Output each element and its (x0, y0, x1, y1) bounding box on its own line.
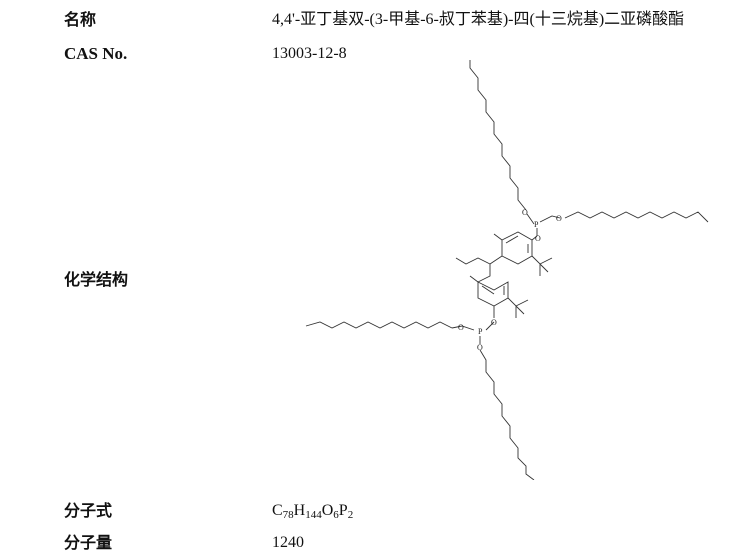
formula-element: C (272, 502, 283, 519)
formula-count: 2 (347, 509, 354, 521)
formula-element: H (293, 502, 306, 519)
formula-count: 144 (305, 509, 322, 521)
formula-value: C78H144O6P2 (272, 501, 353, 521)
structure-svg: O P O O O P O O (305, 60, 709, 480)
formula-element: P (338, 502, 348, 519)
upper-vertical-chain (469, 60, 527, 211)
lower-tbutyl (507, 297, 529, 318)
lower-vertical-chain (479, 349, 535, 480)
weight-label: 分子量 (64, 533, 113, 552)
atom-o: O (522, 208, 528, 217)
name-label: 名称 (64, 10, 97, 29)
atom-o: O (458, 323, 464, 332)
formula-count: 6 (333, 509, 339, 521)
upper-ring-o (531, 235, 538, 241)
formula-label: 分子式 (64, 501, 113, 520)
atom-o: O (491, 318, 497, 327)
structure-label: 化学结构 (64, 270, 129, 289)
atom-o: O (477, 343, 483, 352)
lower-ring (477, 281, 509, 307)
atom-p: P (478, 327, 483, 336)
atom-o: O (535, 234, 541, 243)
upper-ring (501, 231, 533, 265)
atom-o: O (556, 214, 562, 223)
upper-horizontal-chain (564, 211, 709, 223)
atom-p: P (534, 220, 539, 229)
formula-element: O (321, 502, 334, 519)
name-value: 4,4'-亚丁基双-(3-甲基-6-叔丁苯基)-四(十三烷基)二亚磷酸酯 (272, 11, 685, 28)
weight-value: 1240 (272, 534, 304, 551)
upper-p-bonds (526, 213, 561, 236)
bridge (455, 255, 503, 283)
formula-count: 78 (282, 509, 294, 521)
upper-methyl (493, 233, 503, 241)
cas-label: CAS No. (64, 44, 128, 63)
cas-value: 13003-12-8 (272, 45, 347, 62)
lower-methyl (469, 275, 479, 283)
upper-tbutyl (531, 255, 553, 276)
lower-p-bonds (451, 321, 495, 344)
chemical-structure-diagram: O P O O O P O O (300, 60, 742, 480)
lower-horizontal-chain (305, 321, 453, 329)
